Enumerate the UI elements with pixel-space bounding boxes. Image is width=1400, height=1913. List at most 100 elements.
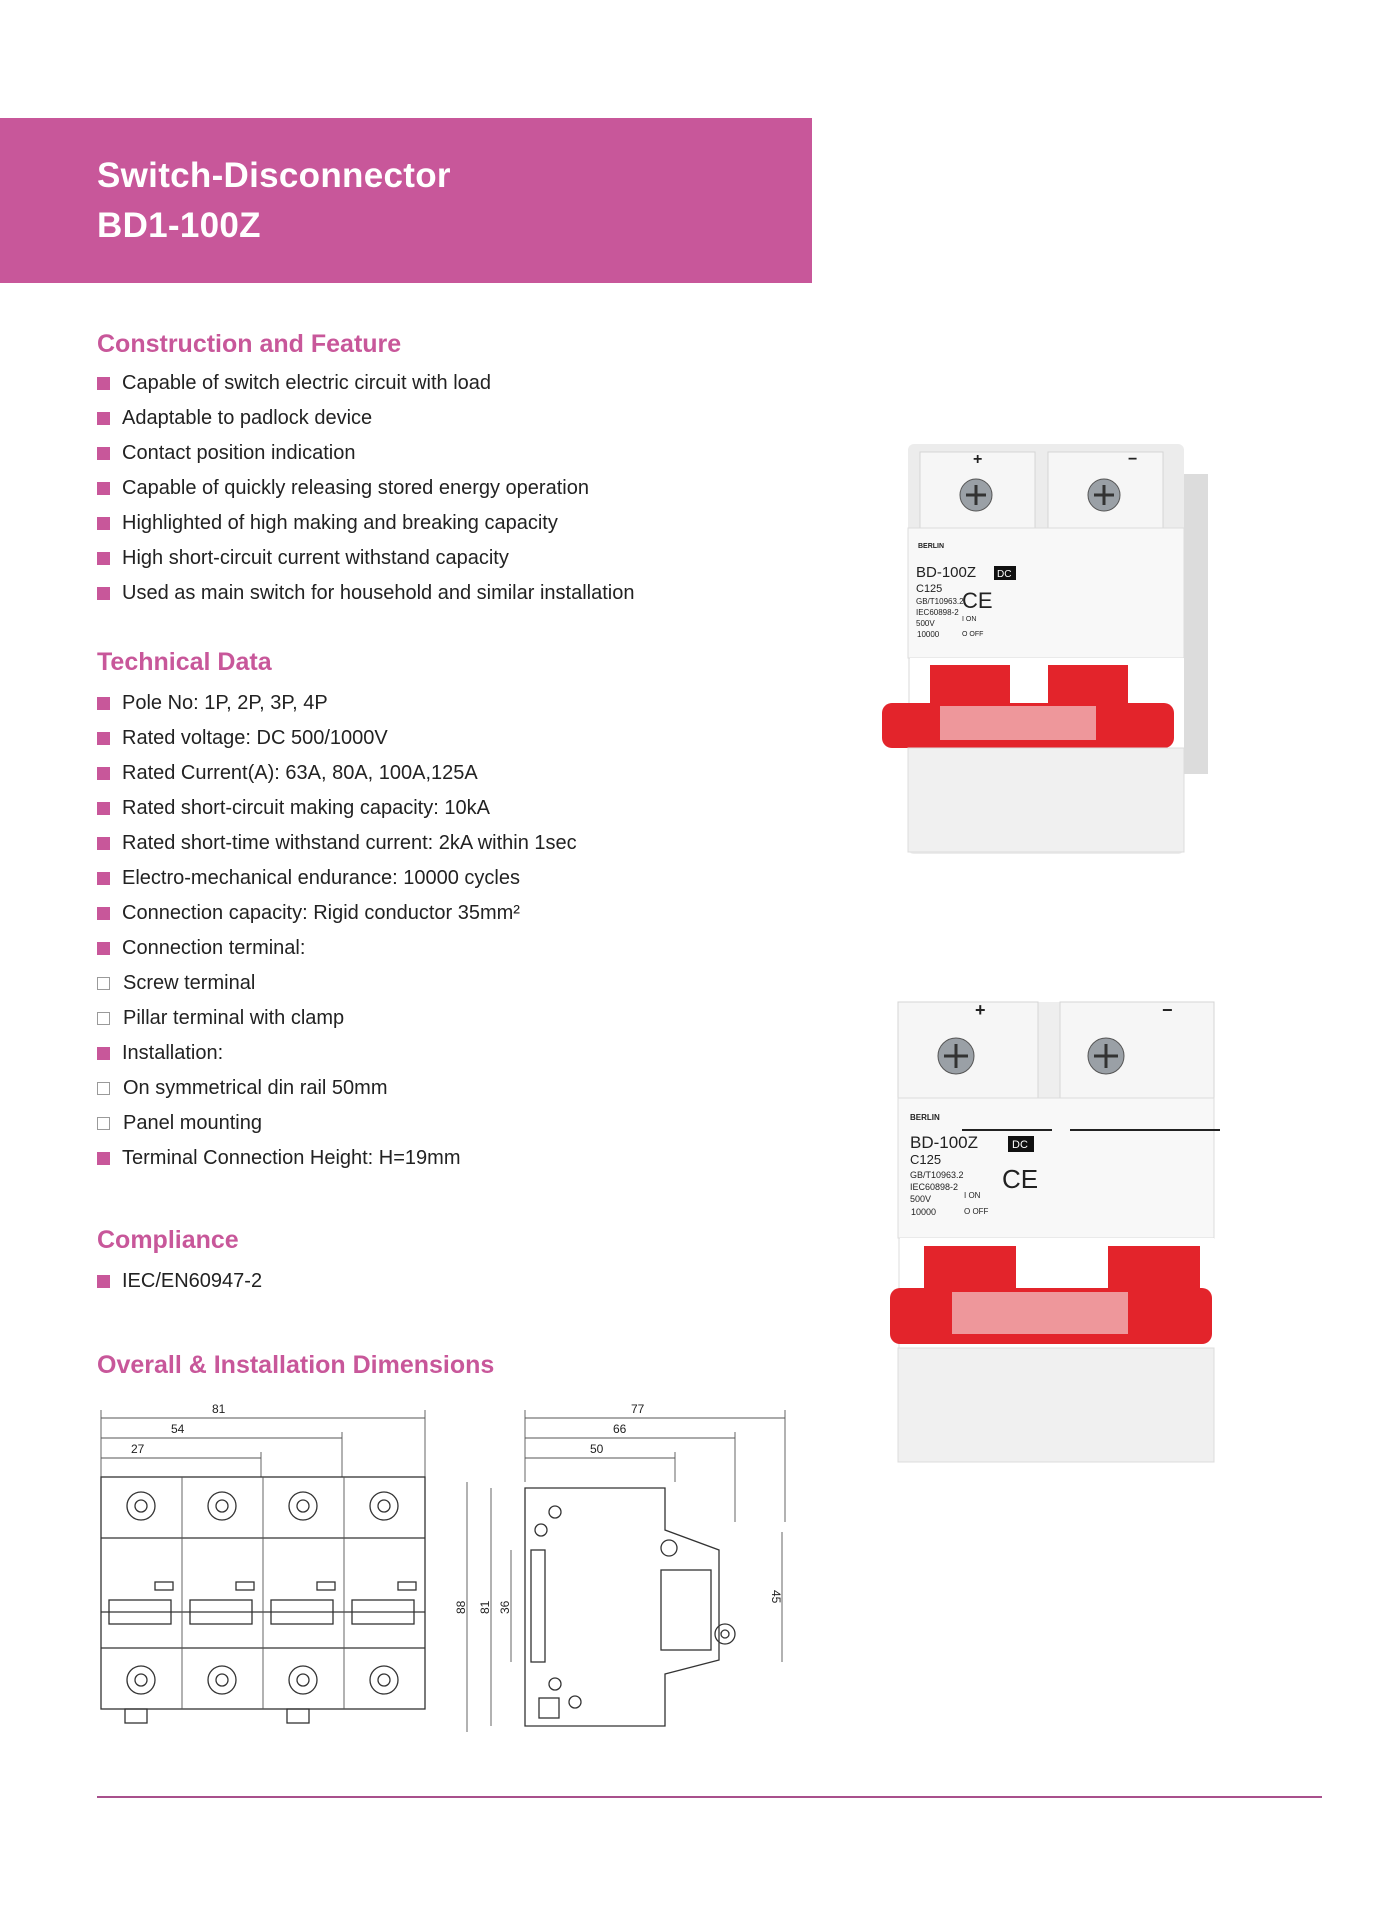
list-item-text: Rated voltage: DC 500/1000V bbox=[122, 727, 388, 749]
hollow-square-icon bbox=[97, 1117, 110, 1130]
filled-square-icon bbox=[97, 767, 110, 780]
list-item: Rated Current(A): 63A, 80A, 100A,125A bbox=[97, 756, 577, 791]
dim-label-54: 54 bbox=[171, 1422, 185, 1436]
list-item: Capable of switch electric circuit with … bbox=[97, 366, 634, 401]
filled-square-icon bbox=[97, 942, 110, 955]
page-title: Switch-Disconnector bbox=[97, 156, 451, 195]
dim-label-66: 66 bbox=[613, 1422, 627, 1436]
plus-mark: + bbox=[973, 451, 982, 468]
side-view-drawing: 77 66 50 88 81 36 45 bbox=[455, 1402, 786, 1732]
std1-label-2: GB/T10963.2 bbox=[910, 1170, 964, 1180]
construction-list: Capable of switch electric circuit with … bbox=[97, 366, 634, 611]
product-photo-top: + − BERLIN BD-100Z DC C125 GB/T10963.2 I… bbox=[882, 444, 1208, 854]
list-item: Terminal Connection Height: H=19mm bbox=[97, 1141, 577, 1176]
filled-square-icon bbox=[97, 482, 110, 495]
hollow-square-icon bbox=[97, 1012, 110, 1025]
brand-label-2: BERLIN bbox=[910, 1113, 940, 1122]
minus-mark-2: − bbox=[1162, 1000, 1173, 1020]
list-item: Connection terminal: bbox=[97, 931, 577, 966]
list-item-text: Screw terminal bbox=[123, 972, 256, 994]
handle-right-2 bbox=[1108, 1246, 1200, 1292]
list-item: Pillar terminal with clamp bbox=[97, 1001, 577, 1036]
list-item: Contact position indication bbox=[97, 436, 634, 471]
list-item: Highlighted of high making and breaking … bbox=[97, 506, 634, 541]
std1-label: GB/T10963.2 bbox=[916, 597, 964, 606]
rating-label-2: C125 bbox=[910, 1152, 941, 1167]
rating-label: C125 bbox=[916, 583, 942, 595]
header-banner: Switch-Disconnector BD1-100Z bbox=[0, 118, 812, 283]
off-label: O OFF bbox=[962, 631, 983, 638]
list-item: Capable of quickly releasing stored ener… bbox=[97, 471, 634, 506]
list-item: On symmetrical din rail 50mm bbox=[97, 1071, 577, 1106]
filled-square-icon bbox=[97, 697, 110, 710]
technical-list: Pole No: 1P, 2P, 3P, 4P Rated voltage: DC… bbox=[97, 686, 577, 1176]
product-photo-bottom: + − BERLIN BD-100Z DC C125 GB/T10963.2 I… bbox=[890, 1000, 1220, 1463]
list-item: Rated short-circuit making capacity: 10k… bbox=[97, 791, 577, 826]
dc-badge: DC bbox=[997, 569, 1011, 580]
list-item-text: Rated Current(A): 63A, 80A, 100A,125A bbox=[122, 762, 478, 784]
list-item-text: Contact position indication bbox=[122, 442, 356, 464]
breaking-label-2: 10000 bbox=[911, 1207, 936, 1217]
dc-badge-2: DC bbox=[1012, 1139, 1028, 1151]
filled-square-icon bbox=[97, 1047, 110, 1060]
list-item-text: Capable of quickly releasing stored ener… bbox=[122, 477, 589, 499]
filled-square-icon bbox=[97, 1152, 110, 1165]
dim-label-81b: 81 bbox=[478, 1600, 492, 1614]
brand-label: BERLIN bbox=[918, 543, 944, 550]
list-item-text: On symmetrical din rail 50mm bbox=[123, 1077, 388, 1099]
dim-label-50: 50 bbox=[590, 1442, 604, 1456]
plus-mark-2: + bbox=[975, 1000, 986, 1020]
list-item-text: Highlighted of high making and breaking … bbox=[122, 512, 558, 534]
dim-label-81: 81 bbox=[212, 1402, 226, 1416]
hollow-square-icon bbox=[97, 1082, 110, 1095]
list-item-text: Electro-mechanical endurance: 10000 cycl… bbox=[122, 867, 520, 889]
handle-right bbox=[1048, 665, 1128, 705]
compliance-list: IEC/EN60947-2 bbox=[97, 1264, 262, 1299]
technical-title: Technical Data bbox=[97, 648, 272, 676]
list-item-text: IEC/EN60947-2 bbox=[122, 1270, 263, 1292]
dim-label-77: 77 bbox=[631, 1402, 645, 1416]
handle-left bbox=[930, 665, 1010, 705]
on-label: I ON bbox=[962, 616, 976, 623]
filled-square-icon bbox=[97, 732, 110, 745]
dim-label-27: 27 bbox=[131, 1442, 145, 1456]
on-label-2: I ON bbox=[964, 1191, 981, 1200]
list-item: High short-circuit current withstand cap… bbox=[97, 541, 634, 576]
filled-square-icon bbox=[97, 837, 110, 850]
std2-label: IEC60898-2 bbox=[916, 608, 959, 617]
hollow-square-icon bbox=[97, 977, 110, 990]
list-item-text: Terminal Connection Height: H=19mm bbox=[122, 1147, 461, 1169]
compliance-title: Compliance bbox=[97, 1226, 239, 1254]
list-item: IEC/EN60947-2 bbox=[97, 1264, 262, 1299]
filled-square-icon bbox=[97, 412, 110, 425]
off-label-2: O OFF bbox=[964, 1207, 989, 1216]
list-item-text: Rated short-circuit making capacity: 10k… bbox=[122, 797, 490, 819]
filled-square-icon bbox=[97, 587, 110, 600]
dim-label-45: 45 bbox=[769, 1590, 783, 1604]
ce-mark-2: CE bbox=[1002, 1164, 1038, 1194]
model-label: BD-100Z bbox=[916, 564, 976, 581]
list-item-text: Connection terminal: bbox=[122, 937, 306, 959]
filled-square-icon bbox=[97, 447, 110, 460]
list-item: Rated voltage: DC 500/1000V bbox=[97, 721, 577, 756]
filled-square-icon bbox=[97, 552, 110, 565]
filled-square-icon bbox=[97, 1275, 110, 1288]
list-item: Used as main switch for household and si… bbox=[97, 576, 634, 611]
list-item-text: Pole No: 1P, 2P, 3P, 4P bbox=[122, 692, 328, 714]
list-item: Rated short-time withstand current: 2kA … bbox=[97, 826, 577, 861]
voltage-label-2: 500V bbox=[910, 1194, 931, 1204]
list-item: Adaptable to padlock device bbox=[97, 401, 634, 436]
list-item-text: High short-circuit current withstand cap… bbox=[122, 547, 509, 569]
filled-square-icon bbox=[97, 872, 110, 885]
list-item: Connection capacity: Rigid conductor 35m… bbox=[97, 896, 577, 931]
list-item: Electro-mechanical endurance: 10000 cycl… bbox=[97, 861, 577, 896]
list-item-text: Installation: bbox=[122, 1042, 224, 1064]
model-label-2: BD-100Z bbox=[910, 1133, 978, 1152]
handle-left-2 bbox=[924, 1246, 1016, 1292]
dim-label-88: 88 bbox=[455, 1600, 468, 1614]
list-item-text: Connection capacity: Rigid conductor 35m… bbox=[122, 902, 520, 924]
filled-square-icon bbox=[97, 377, 110, 390]
minus-mark: − bbox=[1128, 451, 1137, 468]
dim-label-36: 36 bbox=[498, 1600, 512, 1614]
filled-square-icon bbox=[97, 517, 110, 530]
